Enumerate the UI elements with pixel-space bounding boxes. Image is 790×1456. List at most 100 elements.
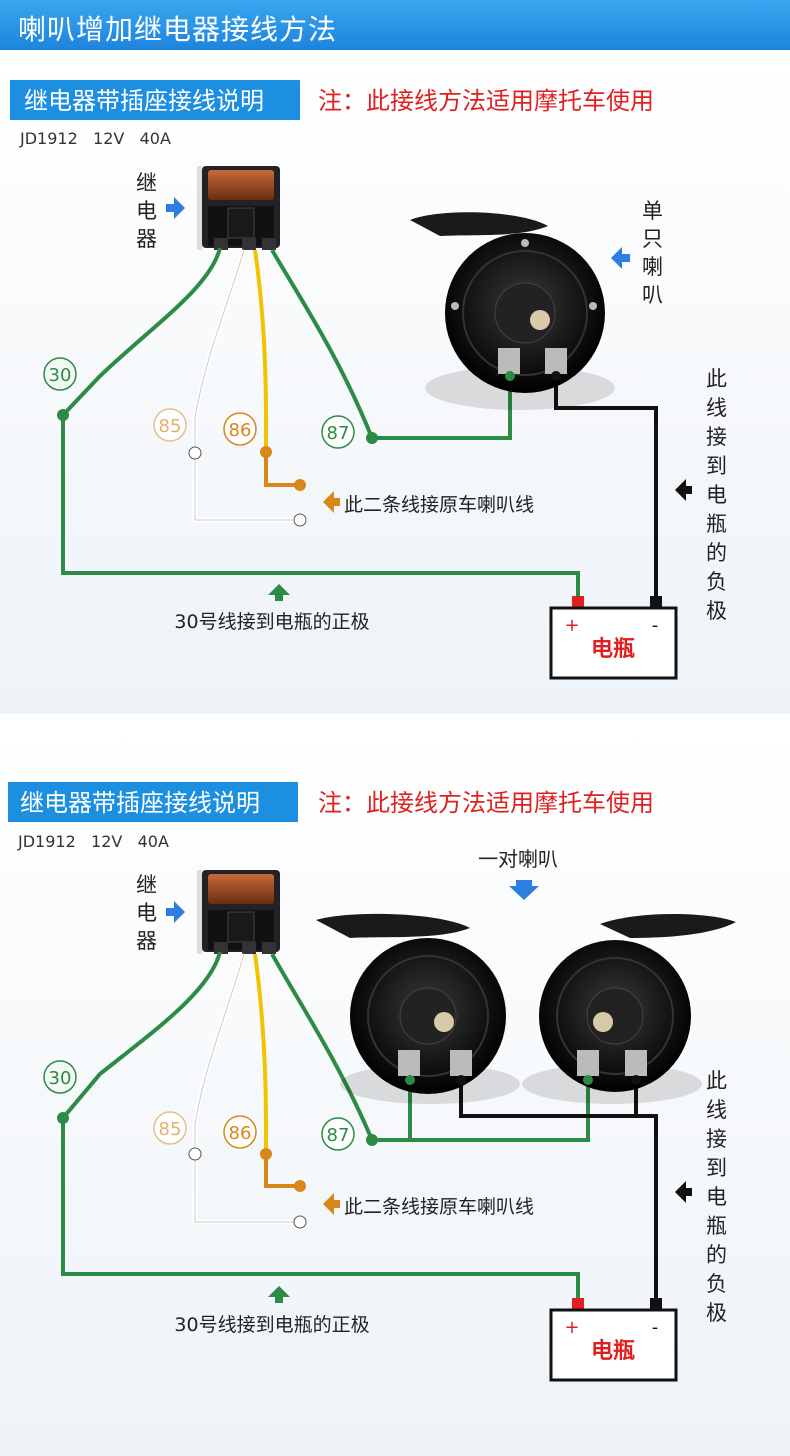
battery-label: 电瓶: [591, 637, 635, 662]
arrow-up-icon-2: [268, 1286, 290, 1303]
neg-char-4: 到: [706, 454, 727, 478]
horn-label-2: 只: [642, 227, 663, 251]
arrow-left-orange-icon: [323, 491, 340, 513]
wire-30-green-2: [61, 951, 580, 1300]
panel-separator: [0, 714, 790, 724]
junction-30-2: [57, 1112, 69, 1124]
end-86: [260, 446, 272, 458]
neg2-char-5: 电: [706, 1185, 727, 1209]
neg2-char-6: 瓶: [706, 1214, 727, 1238]
badge-87: [321, 415, 355, 449]
neg-char-7: 的: [706, 541, 727, 565]
negative-note-2: 此 线 接 到 电 瓶 的 负 极: [706, 1069, 727, 1325]
section-label-2: 继电器带插座接线说明: [20, 789, 260, 817]
battery-minus: -: [652, 615, 659, 636]
arrow-up-icon: [268, 584, 290, 601]
end-85-b-2: [293, 1215, 307, 1229]
badge-86-text-2: 86: [229, 1123, 252, 1144]
end-86-2: [260, 1148, 272, 1160]
relay-label-2-1: 继: [136, 873, 157, 897]
neg2-char-8: 负: [706, 1272, 727, 1296]
panel-double-horn: 继电器带插座接线说明 注：此接线方法适用摩托车使用 JD1912 12V 40A…: [0, 724, 790, 1456]
relay-label-1: 继: [136, 171, 157, 195]
section-label: 继电器带插座接线说明: [24, 87, 264, 115]
neg-char-5: 电: [706, 483, 727, 507]
wire-negative-black: [554, 376, 658, 598]
wire-86-orange: [264, 452, 300, 487]
badge-86: [223, 412, 257, 446]
page-title: 喇叭增加继电器接线方法: [18, 13, 338, 46]
relay-icon: [197, 166, 280, 250]
wire-86-orange-2: [264, 1154, 300, 1188]
relay-label-2: 电: [136, 199, 157, 223]
relay-label-2-3: 器: [136, 929, 157, 953]
neg2-char-4: 到: [706, 1156, 727, 1180]
header-bar: 喇叭增加继电器接线方法: [0, 0, 790, 50]
battery-label-2: 电瓶: [591, 1339, 635, 1364]
neg-char-2: 线: [706, 396, 727, 420]
arrow-left-black-icon-2: [675, 1181, 692, 1203]
wire-note: 此二条线接原车喇叭线: [344, 494, 534, 516]
junction-87: [366, 432, 378, 444]
badge-85-text-2: 85: [159, 1119, 182, 1140]
horn-label-3: 喇: [642, 255, 663, 279]
junction-87-2: [366, 1134, 378, 1146]
section-label-bg: [10, 80, 300, 120]
neg-char-9: 极: [706, 599, 727, 623]
wiring-diagram-single: 继电器带插座接线说明 注：此接线方法适用摩托车使用 JD1912 12V 40A…: [10, 80, 727, 680]
relay-label-2-2: 电: [136, 901, 157, 925]
wire-85-white: [192, 249, 300, 523]
end-85: [188, 446, 202, 460]
arrow-left-orange-icon-2: [323, 1193, 340, 1215]
badge-30-text: 30: [49, 365, 72, 386]
pair-horn-label: 一对喇叭: [478, 847, 558, 871]
negative-note: 此 线 接 到 电 瓶 的 负 极: [706, 367, 727, 623]
end-86-b: [294, 479, 306, 491]
wire-85-outline: [194, 249, 300, 521]
model-text-2: JD1912 12V 40A: [17, 832, 169, 851]
neg-char-1: 此: [706, 367, 727, 391]
wire-85-white-2: [192, 953, 300, 1225]
positive-note: 30号线接到电瓶的正极: [174, 611, 369, 633]
battery-minus-2: -: [652, 1317, 659, 1338]
horn-left-icon: [316, 913, 520, 1104]
neg-char-3: 接: [706, 425, 727, 449]
relay-label-3: 器: [136, 227, 157, 251]
panel-single-horn: 继电器带插座接线说明 注：此接线方法适用摩托车使用 JD1912 12V 40A…: [0, 58, 790, 714]
badge-86-2: [223, 1115, 257, 1149]
neg2-char-2: 线: [706, 1098, 727, 1122]
wire-note-2: 此二条线接原车喇叭线: [344, 1196, 534, 1218]
badge-30: [43, 357, 77, 391]
arrow-left-icon: [611, 247, 630, 269]
badge-86-text: 86: [229, 420, 252, 441]
battery-icon: [549, 596, 678, 680]
section-label-bg-2: [8, 782, 298, 822]
badge-30-text-2: 30: [49, 1068, 72, 1089]
end-86-b-2: [294, 1180, 306, 1192]
wiring-diagram-double: 继电器带插座接线说明 注：此接线方法适用摩托车使用 JD1912 12V 40A…: [8, 782, 736, 1382]
horn-icon: [410, 212, 615, 410]
wire-86-yellow: [253, 249, 300, 487]
neg2-char-7: 的: [706, 1243, 727, 1267]
end-85-b: [293, 513, 307, 527]
neg-char-6: 瓶: [706, 512, 727, 536]
relay-icon-2: [197, 870, 280, 954]
battery-icon-2: [549, 1298, 678, 1382]
arrow-down-icon: [509, 880, 539, 900]
arrow-left-black-icon: [675, 479, 692, 501]
neg2-char-9: 极: [706, 1301, 727, 1325]
badge-85-2: [153, 1111, 187, 1145]
neg2-char-1: 此: [706, 1069, 727, 1093]
battery-plus-2: +: [564, 1317, 579, 1338]
end-85-2: [188, 1147, 202, 1161]
badge-87-text: 87: [327, 423, 350, 444]
model-text: JD1912 12V 40A: [19, 129, 171, 148]
badge-85: [153, 408, 187, 442]
badge-87-text-2: 87: [327, 1125, 350, 1146]
neg2-char-3: 接: [706, 1127, 727, 1151]
badge-30-2: [43, 1060, 77, 1094]
badge-85-text: 85: [159, 416, 182, 437]
positive-note-2: 30号线接到电瓶的正极: [174, 1314, 369, 1336]
usage-note: 注：此接线方法适用摩托车使用: [318, 87, 654, 115]
battery-plus: +: [564, 615, 579, 636]
